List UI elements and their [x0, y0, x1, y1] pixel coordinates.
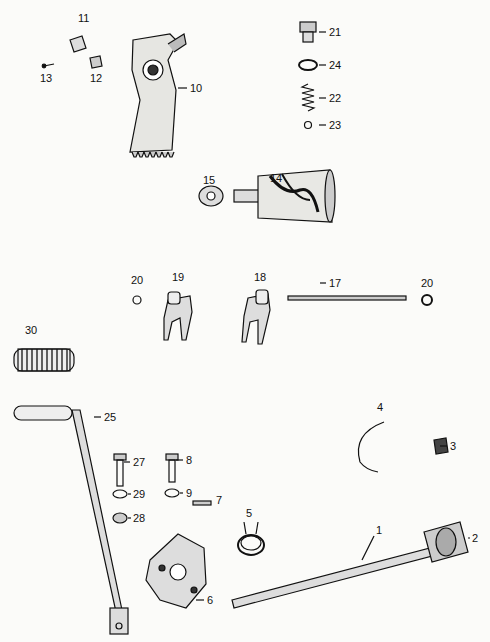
callout-number: 27 — [133, 455, 145, 469]
callout-number: 24 — [329, 58, 341, 72]
callout-number: 23 — [329, 118, 341, 132]
callout-number: 3 — [450, 439, 456, 453]
callout-number: 21 — [329, 25, 341, 39]
callout-number: 28 — [133, 511, 145, 525]
callout-number: 17 — [329, 276, 341, 290]
callout-number: 8 — [186, 453, 192, 467]
callout-number: 5 — [246, 506, 252, 520]
callout-number: 19 — [172, 270, 184, 284]
callout-number: 6 — [207, 593, 213, 607]
callout-number: 4 — [377, 400, 383, 414]
callout-number: 2 — [472, 531, 478, 545]
callout-number: 20 — [421, 276, 433, 290]
callout-number: 11 — [78, 11, 89, 25]
callout-number: 29 — [133, 487, 145, 501]
callout-number: 13 — [40, 71, 52, 85]
callout-number: 25 — [104, 410, 116, 424]
callout-number: 1 — [376, 523, 382, 537]
callout-number: 7 — [216, 493, 222, 507]
callout-number: 22 — [329, 91, 341, 105]
callout-number: 10 — [190, 81, 202, 95]
callout-number: 18 — [254, 270, 266, 284]
callout-number: 12 — [90, 71, 102, 85]
callout-number: 30 — [25, 323, 37, 337]
callout-number: 9 — [186, 486, 192, 500]
callout-number: 15 — [203, 173, 215, 187]
callout-number: 20 — [131, 273, 143, 287]
callout-number: 14 — [270, 171, 282, 185]
